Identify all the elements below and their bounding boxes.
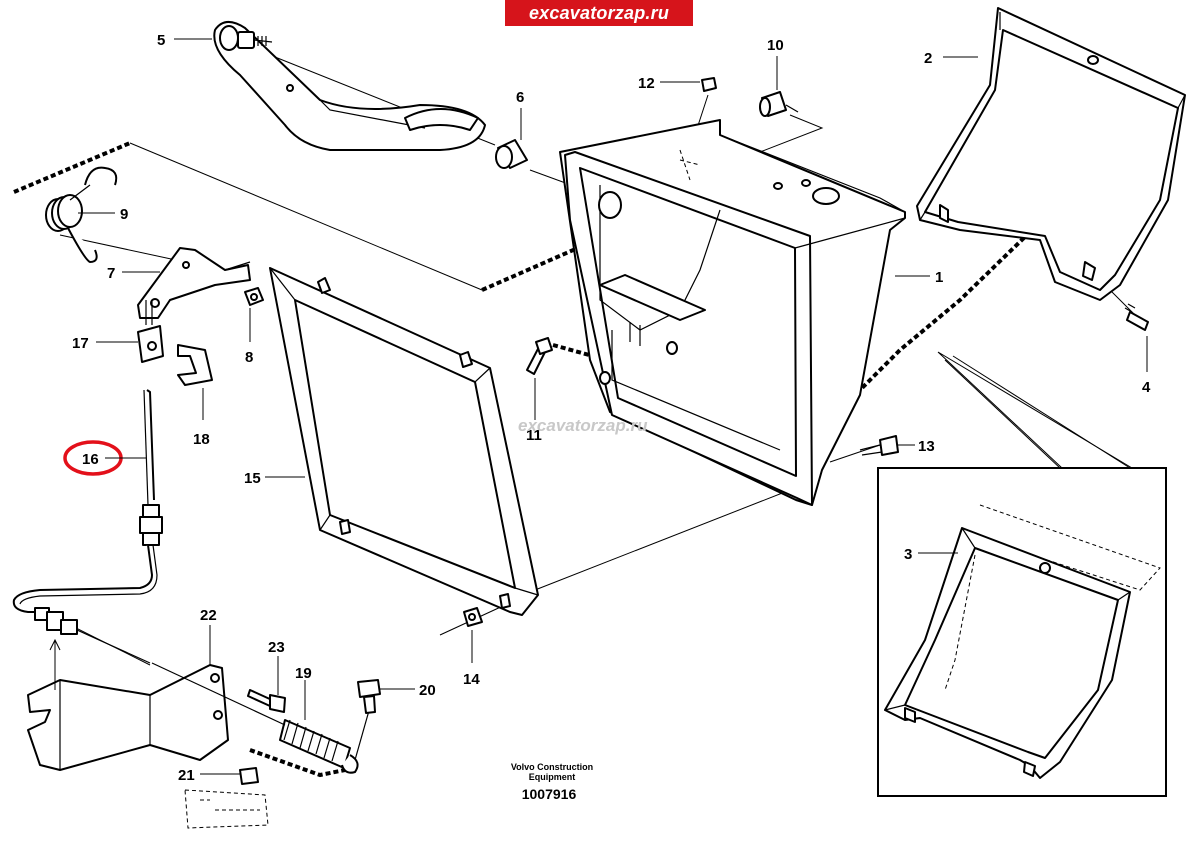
site-banner-text: excavatorzap.ru: [528, 3, 670, 23]
assembly-dash-line-bottom: [249, 748, 346, 778]
callout-14-label: 14: [463, 671, 480, 688]
nut-21: [184, 767, 269, 829]
callout-3-label: 3: [904, 546, 912, 563]
assembly-line: [759, 114, 824, 153]
maker-line-2: Equipment: [529, 772, 576, 782]
assembly-line: [534, 489, 791, 591]
spring-clip: [177, 344, 213, 386]
bolt-23: [247, 689, 286, 713]
callout-4: 4: [1142, 336, 1151, 396]
spacer: [759, 91, 799, 117]
callout-9: 9: [78, 206, 128, 223]
callout-15-label: 15: [244, 470, 261, 487]
return-spring: [45, 166, 118, 263]
callout-8-label: 8: [245, 349, 253, 366]
callout-8: 8: [245, 308, 253, 366]
nut-8: [244, 287, 264, 306]
bushing: [495, 139, 528, 169]
callout-19: 19: [295, 665, 312, 720]
callout-18: 18: [193, 388, 210, 448]
callout-23-label: 23: [268, 639, 285, 656]
callout-23: 23: [268, 639, 285, 695]
callout-5: 5: [157, 32, 212, 49]
drawing-number: 1007916: [522, 786, 577, 802]
callout-19-label: 19: [295, 665, 312, 682]
callout-21: 21: [178, 767, 240, 784]
lever-bracket: [137, 247, 251, 319]
callout-9-label: 9: [120, 206, 128, 223]
callout-17-label: 17: [72, 335, 89, 352]
mounting-bracket: [27, 664, 229, 771]
bracket-arrow: [49, 638, 61, 690]
callout-11: 11: [526, 378, 542, 444]
callout-7-label: 7: [107, 265, 115, 282]
bolt-4: [1124, 303, 1149, 331]
callout-13-label: 13: [918, 438, 935, 455]
callout-14: 14: [463, 630, 480, 688]
watermark-text: excavatorzap.ru: [518, 416, 648, 435]
housing-box: [559, 119, 906, 506]
assembly-dash-line-top: [13, 141, 131, 194]
cover: [916, 7, 1186, 301]
bolt-13: [859, 435, 899, 456]
detail-inset: [877, 351, 1167, 797]
callout-4-label: 4: [1142, 379, 1151, 396]
callout-18-label: 18: [193, 431, 210, 448]
callout-7: 7: [107, 265, 160, 282]
callout-21-label: 21: [178, 767, 195, 784]
nut-14: [463, 607, 483, 627]
bolt-11: [526, 337, 553, 375]
callout-20: 20: [380, 682, 436, 699]
callout-12: 12: [638, 75, 700, 92]
maker-line-1: Volvo Construction: [511, 762, 593, 772]
assembly-line: [129, 142, 483, 291]
pedal: [213, 21, 486, 151]
callout-22-label: 22: [200, 607, 217, 624]
callout-15: 15: [244, 470, 305, 487]
assembly-line: [829, 444, 881, 463]
assembly-dash-line-right: [853, 230, 1032, 397]
callout-5-label: 5: [157, 32, 165, 49]
bolt-20: [357, 679, 381, 714]
callout-17: 17: [72, 335, 138, 352]
callout-2: 2: [924, 50, 978, 67]
callout-10-label: 10: [767, 37, 784, 54]
nut: [701, 77, 717, 92]
callout-10: 10: [767, 37, 784, 90]
callout-22: 22: [200, 607, 217, 665]
clevis: [137, 300, 164, 363]
callout-1-label: 1: [935, 269, 943, 286]
callout-6-label: 6: [516, 89, 524, 106]
callout-13: 13: [898, 438, 935, 455]
callout-2-label: 2: [924, 50, 932, 67]
site-banner[interactable]: excavatorzap.ru: [505, 0, 693, 26]
callout-20-label: 20: [419, 682, 436, 699]
throttle-cable: [12, 389, 163, 664]
callout-16: 16: [63, 440, 146, 476]
callout-3: 3: [904, 546, 958, 563]
callout-6: 6: [516, 89, 524, 140]
callout-1: 1: [895, 269, 943, 286]
frame-gasket: [269, 267, 539, 616]
callout-11-label: 11: [526, 427, 542, 444]
callout-16-label: 16: [82, 451, 99, 468]
callout-12-label: 12: [638, 75, 655, 92]
